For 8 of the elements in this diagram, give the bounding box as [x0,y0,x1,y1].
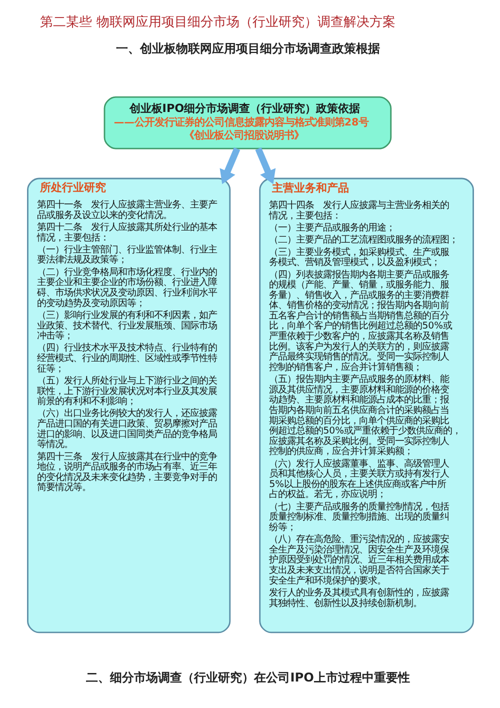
node-box: 所处行业研究 第四十一条 发行人应披露主营业务、主要产品或服务及设立以来的变化情况。 第四十二条 发行人应披露其所处行业的基本情况，主要包括： （一）行业主管部门、行业监管体制、行业主要法律法规及政策等； （二）行业竞争格局和市场化程度、行业内的主要企业和主要企业的市场份额、行业进入障碍、市场供求状况及变动原因、行业利润水平的变动趋势及变动原因等； （三）影响行业发展的有利和不利因素，如产业政策、技术替代、行业发展瓶颈、国际市场冲击等； （四）行业技术水平及技术特点、行业特有的经营模式、行业的周期性、区域性或季节性特征等； （五）发行人所处行业与上下游行业之间的关联性，上下游行业发展状况对本行业及其发展前景的有利和不利影响； （六）出口业务比例较大的发行人，还应披露产品进口国的有关进口政策、贸易摩擦对产品进口的影响、以及进口国同类产品的竞争格局等情况。 第四十三条 发行人应披露其在行业中的竞争地位，说明产品或服务的市场占有率、近三年的变化情况及未来变化趋势，主要竞争对手的简要情况等。 [26,178,230,634]
arrow [219,147,240,184]
diagram-title: 第二某些 物联网应用项目细分市场（行业研究）调查解决方案 [40,15,395,30]
arrow [254,147,276,184]
label: 二、细分市场调查（行业研究）在公司IPO上市过程中重要性 [86,670,410,684]
node-box: 创业板IPO细分市场调查（行业研究）政策依据 ——公开发行证券的公司信息披露内容与格式准则第28号 《创业板公司招股说明书》 [103,96,392,150]
node-box: 主营业务和产品 第四十四条 发行人应披露与主营业务相关的情况，主要包括： （一）主要产品或服务的用途； （二）主要产品的工艺流程图或服务的流程图； （三）主要业务模式，如采购模式、生产或服务模式、营销及管理模式，以及盈利模式； （四）列表披露报告期内各期主要产品或服务的规模（产能、产量、销量，或服务能力、服务量）、销售收入，产品或服务的主要消费群体、销售价格的变动情况；报告期内各期向前五名客户合计的销售额占当期销售总额的百分比，向单个客户的销售比例超过总额的50%或严重依赖于少数客户的，应披露其名称及销售比例。该客户为发行人的关联方的，则应披露产品最终实现销售的情况。受同一实际控制人控制的销售客户，应合并计算销售额； （五）报告期内主要产品或服务的原材料、能源及其供应情况，主要原材料和能源的价格变动趋势、主要原材料和能源占成本的比重；报告期内各期向前五名供应商合计的采购额占当期采购总额的百分比，向单个供应商的采购比例超过总额的50%或严重依赖于少数供应商的，应披露其名称及采购比例。受同一实际控制人控制的供应商，应合并计算采购额； （六）发行人应披露董事、监事、高级管理人员和其他核心人员，主要关联方或持有发行人5%以上股份的股东在上述供应商或客户中所占的权益。若无，亦应说明； （七）主要产品或服务的质量控制情况，包括质量控制标准、质量控制措施、出现的质量纠纷等； （八）存在高危险、重污染情况的，应披露安全生产及污染治理情况、因安全生产及环境保护原因受到处罚的情况、近三年相关费用成本支出及未来支出情况，说明是否符合国家关于安全生产和环境保护的要求。 发行人的业务及其模式具有创新性的，应披露其独特性、创新性以及持续创新机制。 [258,178,474,634]
label: 一、创业板物联网应用项目细分市场调查政策根据 [116,42,380,56]
